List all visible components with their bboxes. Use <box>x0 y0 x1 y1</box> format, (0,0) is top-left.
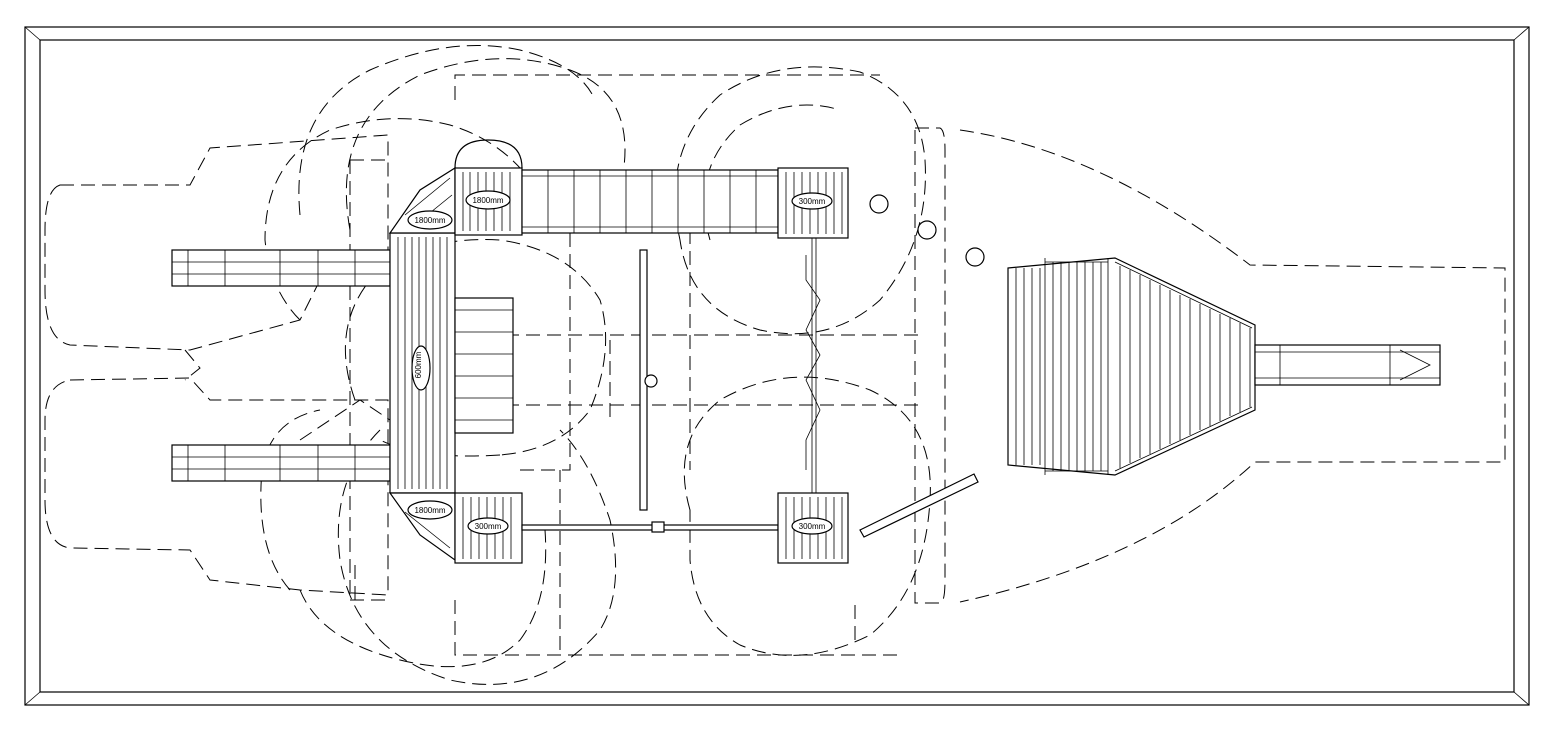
deck-label-bottom-right: 300mm <box>799 522 826 531</box>
balance-log <box>859 473 979 538</box>
centre-elements <box>454 194 985 511</box>
deck-label-left-vertical: 600mm <box>414 351 423 378</box>
right-platform <box>1007 257 1441 476</box>
deck-label-left-corner-top: 1800mm <box>414 216 445 225</box>
deck-label-top-left: 1800mm <box>472 196 503 205</box>
bottom-right-deck: 300mm <box>777 492 849 564</box>
top-right-deck: 300mm <box>777 167 849 239</box>
deck-label-bottom-left: 300mm <box>475 522 502 531</box>
deck-label-left-corner-bottom: 1800mm <box>414 506 445 515</box>
left-vertical-deck: 600mm <box>389 232 456 494</box>
left-slides <box>171 249 391 482</box>
climbing-net <box>805 238 821 493</box>
bottom-left-deck: 300mm <box>454 492 523 564</box>
top-left-deck: 1800mm <box>454 139 523 236</box>
left-corner-decks: 1800mm 1800mm <box>388 166 456 562</box>
deck-label-top-right: 300mm <box>799 197 826 206</box>
top-bridge <box>521 169 779 234</box>
site-border <box>24 26 1530 706</box>
